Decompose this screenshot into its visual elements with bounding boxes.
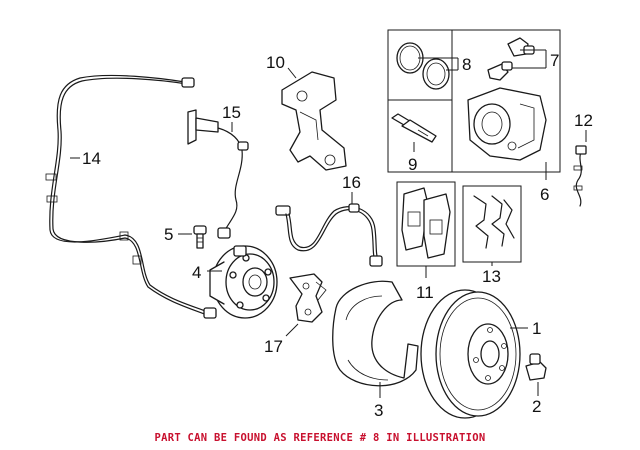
callout-1: 1 [532,319,541,338]
callout-10: 10 [266,53,285,72]
callout-9: 9 [408,155,417,174]
callout-5: 5 [164,225,173,244]
callout-15: 15 [222,103,241,122]
callout-12: 12 [574,111,593,130]
callout-4: 4 [192,263,201,282]
part-12-pad-wear-sensor [573,145,587,207]
part-6-caliper [467,87,547,161]
part-4-wheel-hub [209,245,278,319]
part-7-guide-pins [487,37,535,81]
part-14-wheel-speed-sensor-wire [45,74,217,319]
leader-lines [70,49,587,398]
callout-11: 11 [416,283,434,302]
part-16-brake-hose [275,203,383,267]
callout-16: 16 [342,173,361,192]
callout-3: 3 [374,401,383,420]
callout-7: 7 [550,51,559,70]
part-11-brake-pads [401,187,451,259]
part-2-lug-cap [525,353,547,381]
part-17-bracket [289,273,327,323]
part-5-bolt [193,225,207,249]
part-9-caliper-bolts [391,113,437,143]
callout-17: 17 [264,337,283,356]
callout-6: 6 [540,185,549,204]
part-1-brake-rotor [420,289,521,419]
part-10-caliper-carrier [281,71,347,171]
part-3-dust-shield [332,280,419,387]
reference-caption: PART CAN BE FOUND AS REFERENCE # 8 IN IL… [154,432,486,444]
callout-labels: 1 2 3 4 5 6 7 8 9 10 11 12 13 14 15 16 1… [82,51,593,420]
part-15-wheel-speed-sensor [187,109,249,239]
callout-2: 2 [532,397,541,416]
callout-8: 8 [462,55,471,74]
part-8-piston-seal-kit [396,42,450,90]
caliper-assembly-box [387,29,561,173]
callout-14: 14 [82,149,101,168]
part-13-pad-hardware-kit [473,195,515,249]
callout-13: 13 [482,267,501,286]
